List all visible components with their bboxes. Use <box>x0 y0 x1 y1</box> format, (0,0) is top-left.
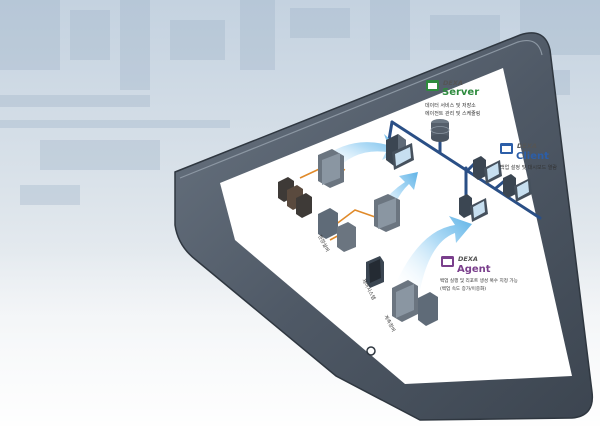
client-product: Client <box>516 151 549 162</box>
server-product: Server <box>442 87 479 98</box>
server-brand: DEXA <box>443 79 463 87</box>
field-equipment-left <box>278 149 344 218</box>
arrow-from-agent <box>395 216 472 290</box>
server-desc-2: 에이전트 관리 및 스케줄링 <box>425 110 480 117</box>
agent-product: Agent <box>457 264 491 275</box>
tablet-bezel-highlight <box>179 39 543 179</box>
factory-background <box>0 0 600 205</box>
client-pc-1 <box>473 156 502 184</box>
home-button[interactable] <box>366 346 376 356</box>
client-legend: DEXA Client 백업 설정 및 대시보드 열람 <box>500 142 557 171</box>
field-equipment-middle <box>318 194 400 252</box>
agent-desc-1: 백업 실행 및 리포트 생성 복수 지정 가능 <box>440 277 518 284</box>
server-legend: DEXA Server 데이터 서비스 및 저장소 에이전트 관리 및 스케줄링 <box>425 79 480 117</box>
client-pc-2 <box>503 174 532 202</box>
server-monitor <box>392 143 414 170</box>
database-icon <box>430 119 450 142</box>
client-desc-1: 백업 설정 및 대시보드 열람 <box>500 164 557 171</box>
client-brand: DEXA <box>517 142 537 150</box>
agent-legend: DEXA Agent 백업 실행 및 리포트 생성 복수 지정 가능 (백업 속… <box>440 255 518 292</box>
server-desc-1: 데이터 서비스 및 저장소 <box>425 102 476 109</box>
agent-desc-2: (백업 속도 증가/이중화) <box>440 285 486 292</box>
agent-brand: DEXA <box>458 255 478 263</box>
agent-pc <box>459 194 488 222</box>
field-equipment-right <box>366 256 438 326</box>
